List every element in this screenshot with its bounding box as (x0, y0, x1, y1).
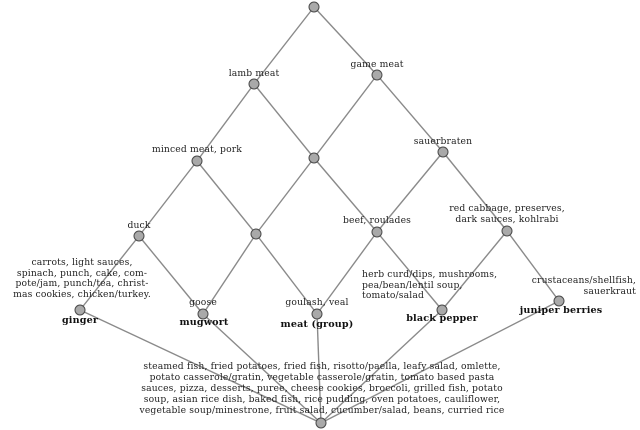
herb-line2: pea/bean/lentil soup, (362, 279, 463, 291)
node-juniper-berries (553, 295, 565, 307)
ginger-objects-line1: carrots, light sauces, (31, 257, 133, 268)
label-red-cabbage-group: red cabbage, preserves, dark sauces, koh… (449, 203, 565, 225)
label-ginger: ginger (61, 315, 99, 326)
label-ginger-objects: carrots, light sauces, spinach, punch, c… (13, 257, 151, 300)
node-bottom (315, 417, 327, 429)
label-juniper-berries: juniper berries (519, 305, 603, 316)
label-bottom-objects: steamed fish, fried potatoes, fried fish… (140, 361, 505, 416)
ginger-objects-line3: pote/jam, punch/tea, christ- (15, 278, 149, 290)
node-lamb-meat (248, 78, 260, 90)
node-center (308, 152, 320, 164)
node-minced-meat (191, 155, 203, 167)
herb-line3: tomato/salad (362, 290, 425, 302)
crust-line1: crustaceans/shellfish, (531, 275, 636, 286)
label-red-cabbage-line2: dark sauces, kohlrabi (455, 213, 559, 225)
label-lamb-meat: lamb meat (228, 68, 280, 79)
node-mid-left (250, 228, 262, 240)
node-beef (371, 226, 383, 238)
bottom-line4: soup, asian rice dish, baked fish, rice … (143, 394, 501, 405)
ginger-objects-line2: spinach, punch, cake, com- (16, 267, 148, 279)
ginger-objects-line4: mas cookies, chicken/turkey. (13, 288, 151, 300)
node-game-meat (371, 69, 383, 81)
bottom-line3: sauces, pizza, desserts, puree, cheese c… (141, 383, 503, 394)
herb-line1: herb curd/dips, mushrooms, (362, 269, 498, 280)
node-red-cabbage (501, 225, 513, 237)
crust-line2: sauerkraut (583, 285, 636, 297)
label-meat-group: meat (group) (280, 319, 354, 330)
label-game-meat: game meat (350, 59, 404, 70)
label-red-cabbage-line1: red cabbage, preserves, (449, 203, 565, 214)
label-herb-curd-group: herb curd/dips, mushrooms, pea/bean/lent… (362, 269, 498, 302)
label-goulash-veal: goulash, veal (285, 297, 349, 308)
node-sauerbraten (437, 146, 449, 158)
label-crustaceans-group: crustaceans/shellfish, sauerkraut (531, 275, 636, 297)
label-goose: goose (189, 297, 217, 308)
label-beef-roulades: beef, roulades (342, 215, 412, 226)
node-ginger (74, 304, 86, 316)
node-duck (133, 230, 145, 242)
node-mugwort (197, 308, 209, 320)
bottom-line2: potato casserole/gratin, vegetable casse… (149, 372, 495, 383)
label-mugwort: mugwort (179, 317, 229, 328)
node-black-pepper (436, 304, 448, 316)
label-sauerbraten: sauerbraten (413, 136, 473, 147)
label-duck: duck (127, 220, 151, 231)
node-top (308, 1, 320, 13)
bottom-line5: vegetable soup/minestrone, fruit salad, … (139, 405, 505, 416)
bottom-line1: steamed fish, fried potatoes, fried fish… (143, 361, 501, 372)
label-minced-meat-pork: minced meat, pork (151, 144, 243, 155)
label-black-pepper: black pepper (406, 313, 478, 324)
node-meat-group (311, 308, 323, 320)
